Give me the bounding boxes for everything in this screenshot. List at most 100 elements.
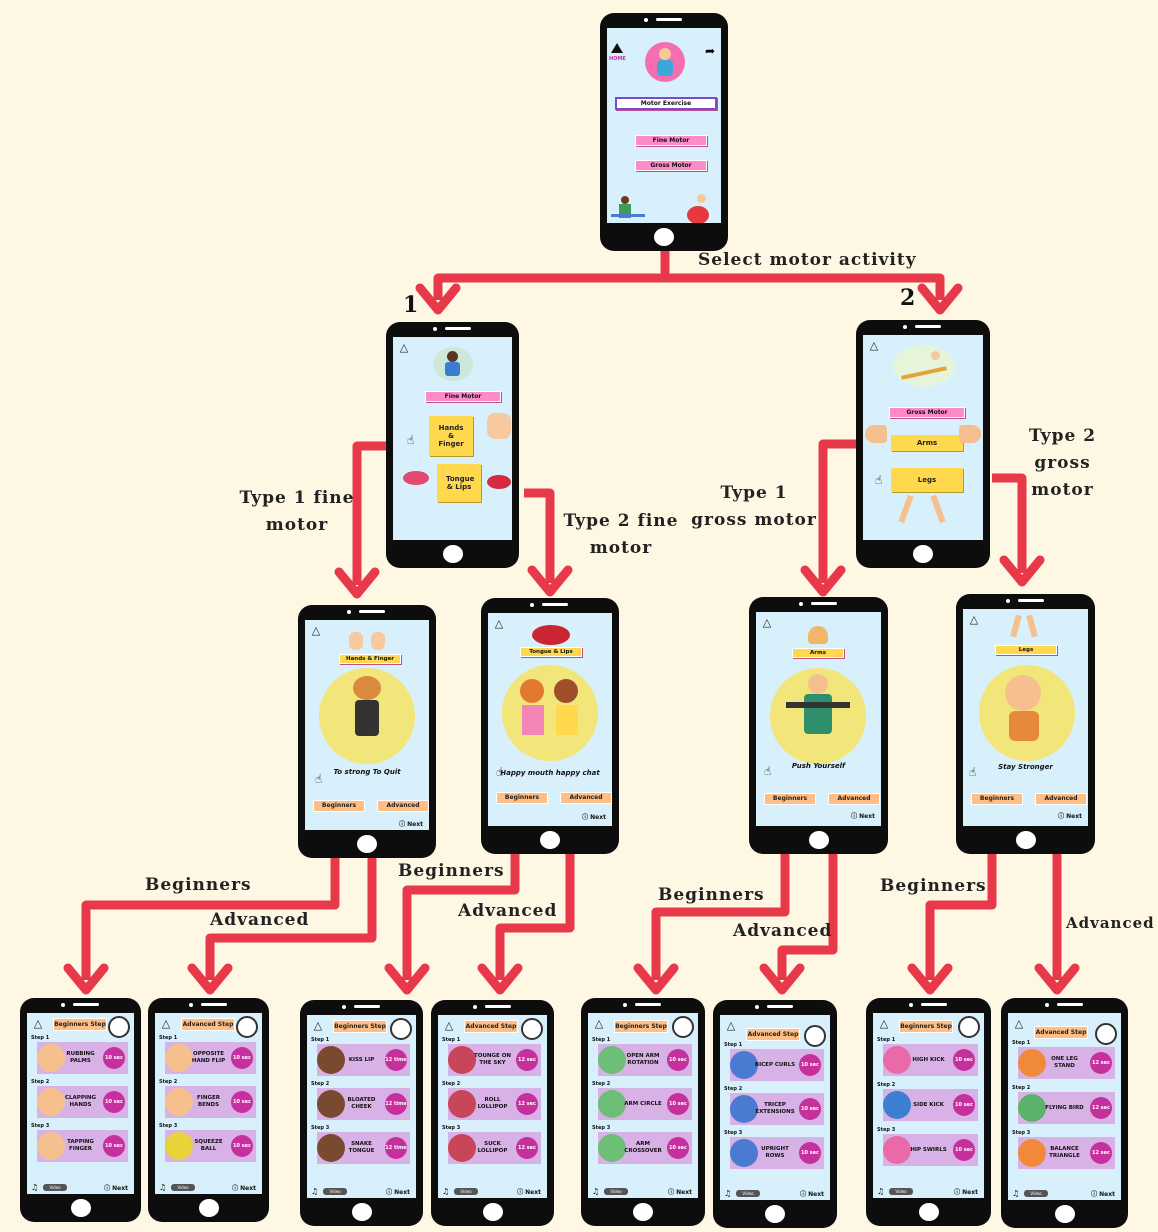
phone-home-button[interactable]: [765, 1205, 785, 1223]
music-icon[interactable]: ♫: [877, 1187, 885, 1196]
figure-body: [445, 362, 460, 376]
app-logo-icon[interactable]: △: [494, 617, 504, 630]
phone-home-button[interactable]: [1054, 1205, 1075, 1223]
video-button[interactable]: Video: [171, 1184, 195, 1191]
next-button[interactable]: ⓘ Next: [104, 1185, 128, 1192]
phone-home-button[interactable]: [442, 545, 463, 563]
beginners-button[interactable]: Beginners: [764, 793, 816, 805]
beginners-button[interactable]: Beginners: [496, 792, 548, 804]
app-logo-icon[interactable]: △: [879, 1017, 889, 1030]
home-label[interactable]: HOME: [609, 56, 626, 62]
next-button[interactable]: ⓘ Next: [399, 821, 423, 828]
app-logo-icon[interactable]: △: [869, 339, 879, 352]
video-button[interactable]: Video: [43, 1184, 67, 1191]
app-logo-icon[interactable]: △: [444, 1019, 454, 1032]
app-logo-icon[interactable]: △: [1014, 1017, 1024, 1030]
next-button[interactable]: ⓘ Next: [386, 1189, 410, 1196]
video-button[interactable]: Video: [604, 1188, 628, 1195]
phone-home-button[interactable]: [357, 835, 377, 853]
phone-home-button[interactable]: [1015, 831, 1036, 849]
video-button[interactable]: Video: [454, 1188, 478, 1195]
phone-home-button[interactable]: [70, 1199, 91, 1217]
beginners-button[interactable]: Beginners: [313, 800, 365, 812]
hands-finger-card[interactable]: Hands & Finger: [429, 416, 473, 456]
beginners-button[interactable]: Beginners: [971, 793, 1023, 805]
phone-home-button[interactable]: [918, 1203, 939, 1221]
arms-card[interactable]: Arms: [891, 435, 963, 451]
video-button[interactable]: Video: [736, 1190, 760, 1197]
music-icon[interactable]: ♫: [724, 1189, 732, 1198]
next-button[interactable]: ⓘ Next: [232, 1185, 256, 1192]
next-button[interactable]: ⓘ Next: [800, 1191, 824, 1198]
fine-motor-button[interactable]: Fine Motor: [635, 135, 707, 146]
advanced-button[interactable]: Advanced: [828, 793, 880, 805]
phone-home-button[interactable]: [198, 1199, 219, 1217]
app-logo-icon[interactable]: △: [969, 613, 979, 626]
app-logo-icon[interactable]: △: [594, 1017, 604, 1030]
gross-motor-button[interactable]: Gross Motor: [635, 160, 707, 171]
app-logo-icon[interactable]: △: [399, 341, 409, 354]
phone-home-button[interactable]: [482, 1203, 503, 1221]
app-logo-icon[interactable]: △: [161, 1017, 171, 1030]
phone-home-button[interactable]: [654, 228, 674, 246]
phone-home-button[interactable]: [540, 831, 560, 849]
music-icon[interactable]: ♫: [159, 1183, 167, 1192]
phone-home-button[interactable]: [351, 1203, 372, 1221]
next-button[interactable]: ⓘ Next: [582, 814, 606, 821]
phone-home-button[interactable]: [808, 831, 829, 849]
phone-home-button[interactable]: [633, 1203, 653, 1221]
next-button[interactable]: ⓘ Next: [1058, 813, 1082, 820]
music-icon[interactable]: ♫: [311, 1187, 319, 1196]
advanced-button[interactable]: Advanced: [377, 800, 429, 812]
video-button[interactable]: Video: [323, 1188, 347, 1195]
app-logo-icon[interactable]: △: [33, 1017, 43, 1030]
app-logo-icon[interactable]: △: [762, 616, 772, 629]
music-icon[interactable]: ♫: [442, 1187, 450, 1196]
app-logo-icon[interactable]: △: [726, 1019, 736, 1032]
music-icon[interactable]: ♫: [31, 1183, 39, 1192]
music-icon[interactable]: ♫: [592, 1187, 600, 1196]
next-button[interactable]: ⓘ Next: [1091, 1191, 1115, 1198]
tongue-lips-card[interactable]: Tongue & Lips: [437, 464, 481, 502]
video-button[interactable]: Video: [1024, 1190, 1048, 1197]
next-button[interactable]: ⓘ Next: [517, 1189, 541, 1196]
music-icon[interactable]: ♫: [1012, 1189, 1020, 1198]
home-icon[interactable]: [611, 43, 623, 53]
advanced-button[interactable]: Advanced: [1035, 793, 1087, 805]
next-button[interactable]: ⓘ Next: [668, 1189, 692, 1196]
app-logo-icon[interactable]: △: [311, 624, 321, 637]
app-logo-icon[interactable]: △: [313, 1019, 323, 1032]
next-button[interactable]: ⓘ Next: [954, 1189, 978, 1196]
next-button[interactable]: ⓘ Next: [851, 813, 875, 820]
phone-home-button[interactable]: [913, 545, 933, 563]
advanced-button[interactable]: Advanced: [560, 792, 612, 804]
video-button[interactable]: Video: [889, 1188, 913, 1195]
legs-card[interactable]: Legs: [891, 468, 963, 492]
share-icon[interactable]: ➦: [704, 44, 715, 58]
arms-screen: △ Arms Push Yourself ☝ Beginners Advance…: [756, 612, 881, 826]
